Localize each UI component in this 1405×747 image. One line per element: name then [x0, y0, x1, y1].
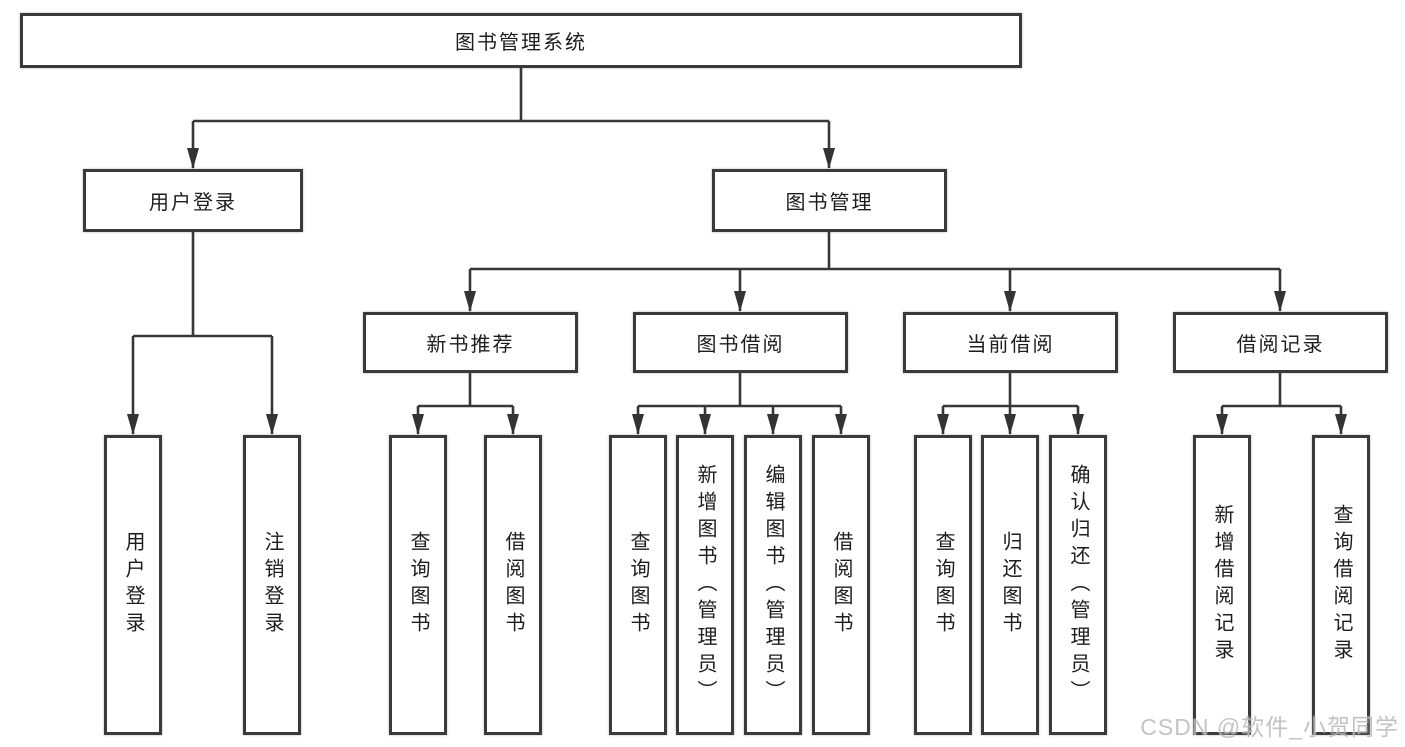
- node-root-label: 图书管理系统: [455, 32, 587, 54]
- connector-root-to-level2: [187, 68, 835, 169]
- node-book-mgmt-branch: 图书管理: [712, 169, 947, 232]
- node-leaf-nbr-borrow-books: 借阅图书: [484, 435, 542, 735]
- node-leaf-cb-confirm-return-admin-label: 确认归还（管理员）: [1067, 463, 1089, 707]
- node-user-login-branch-label: 用户登录: [149, 192, 237, 214]
- node-leaf-cb-return-books-label: 归还图书: [999, 531, 1021, 639]
- node-leaf-br-query-record: 查询借阅记录: [1312, 435, 1370, 735]
- node-user-login-branch: 用户登录: [83, 169, 303, 232]
- node-leaf-logout-label: 注销登录: [261, 531, 283, 639]
- node-current-borrow-label: 当前借阅: [966, 334, 1055, 356]
- node-leaf-nbr-borrow-books-label: 借阅图书: [502, 531, 524, 639]
- node-leaf-cb-query-books-label: 查询图书: [932, 531, 954, 639]
- node-leaf-cb-confirm-return-admin: 确认归还（管理员）: [1049, 435, 1107, 735]
- node-book-borrow: 图书借阅: [633, 312, 848, 373]
- node-leaf-br-add-record: 新增借阅记录: [1193, 435, 1251, 735]
- node-borrow-records-label: 借阅记录: [1236, 334, 1325, 356]
- connector-book-borrow: [632, 373, 847, 435]
- node-leaf-bb-query-books-label: 查询图书: [627, 531, 649, 639]
- node-borrow-records: 借阅记录: [1173, 312, 1388, 373]
- node-book-mgmt-branch-label: 图书管理: [785, 192, 874, 214]
- node-leaf-nbr-query-books: 查询图书: [389, 435, 447, 735]
- node-book-borrow-label: 图书借阅: [696, 334, 785, 356]
- node-new-book-rec: 新书推荐: [363, 312, 578, 373]
- node-leaf-br-query-record-label: 查询借阅记录: [1330, 504, 1352, 666]
- node-leaf-br-add-record-label: 新增借阅记录: [1211, 504, 1233, 666]
- node-leaf-bb-borrow-books-label: 借阅图书: [830, 531, 852, 639]
- node-leaf-user-login-label: 用户登录: [122, 531, 144, 639]
- connector-book-mgmt-branch: [464, 232, 1286, 312]
- node-leaf-logout: 注销登录: [243, 435, 301, 735]
- node-new-book-rec-label: 新书推荐: [426, 334, 515, 356]
- connector-current-borrow: [937, 373, 1084, 435]
- connector-user-login-branch: [127, 232, 278, 435]
- node-leaf-bb-add-books-admin: 新增图书（管理员）: [676, 435, 734, 735]
- node-leaf-cb-return-books: 归还图书: [981, 435, 1039, 735]
- node-leaf-bb-query-books: 查询图书: [609, 435, 667, 735]
- node-leaf-bb-borrow-books: 借阅图书: [812, 435, 870, 735]
- node-leaf-bb-edit-books-admin: 编辑图书（管理员）: [744, 435, 802, 735]
- node-root: 图书管理系统: [20, 13, 1022, 68]
- watermark: CSDN @软件_小贺同学: [1140, 714, 1399, 740]
- node-leaf-bb-add-books-admin-label: 新增图书（管理员）: [694, 463, 716, 707]
- connector-new-book-rec: [412, 373, 519, 435]
- node-current-borrow: 当前借阅: [903, 312, 1118, 373]
- node-leaf-cb-query-books: 查询图书: [914, 435, 972, 735]
- node-leaf-nbr-query-books-label: 查询图书: [407, 531, 429, 639]
- connector-borrow-records: [1216, 373, 1347, 435]
- node-leaf-bb-edit-books-admin-label: 编辑图书（管理员）: [762, 463, 784, 707]
- node-leaf-user-login: 用户登录: [104, 435, 162, 735]
